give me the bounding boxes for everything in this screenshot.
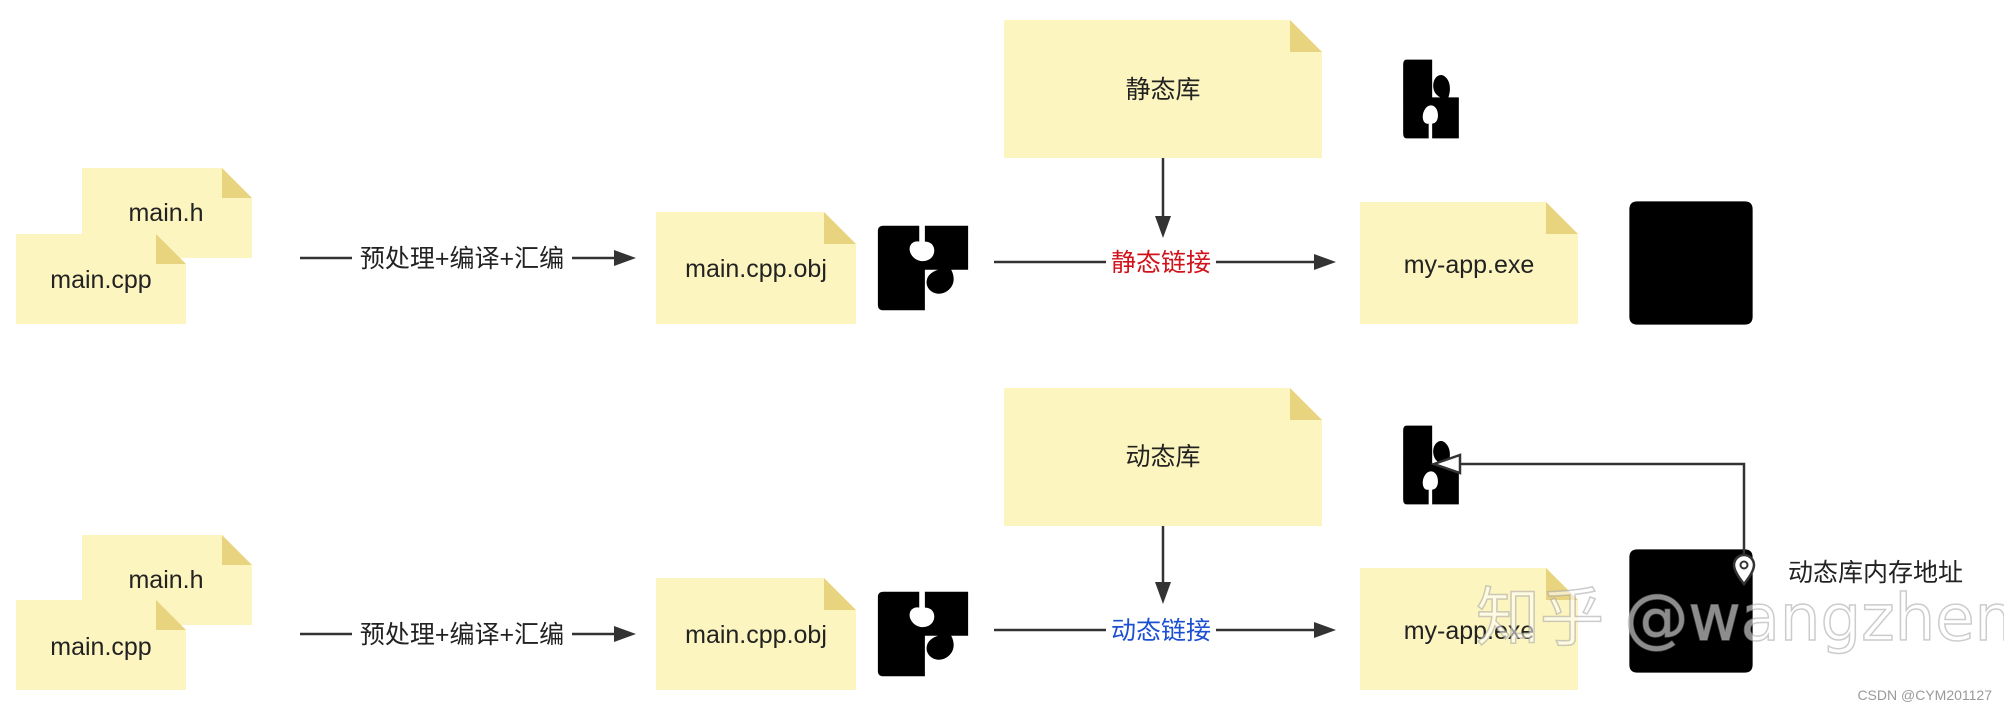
library-to-link-arrow — [1155, 526, 1171, 604]
link-step-label: 动态链接 — [1111, 617, 1211, 645]
output-label: my-app.exe — [1404, 251, 1535, 279]
library-label: 静态库 — [1125, 76, 1200, 104]
library-note: 动态库 — [1004, 388, 1322, 526]
puzzle-piece-icon — [877, 591, 969, 677]
object-note: main.cpp.obj — [656, 212, 856, 324]
library-to-link-arrow — [1155, 158, 1171, 238]
link-step-label: 静态链接 — [1111, 249, 1211, 277]
output-note: my-app.exe — [1360, 568, 1578, 690]
credit: CSDN @CYM201127 — [1857, 687, 1992, 703]
static-row: main.h main.cpp 预处理+编译+汇编 main.cpp.obj — [16, 20, 1753, 325]
link-arrow: 静态链接 — [994, 249, 1336, 277]
object-file-label: main.cpp.obj — [685, 621, 827, 649]
library-note: 静态库 — [1004, 20, 1322, 158]
source-file-label: main.cpp — [50, 266, 151, 294]
puzzle-assembled-icon — [1629, 201, 1753, 325]
compile-step-label: 预处理+编译+汇编 — [360, 621, 564, 649]
object-file-label: main.cpp.obj — [685, 255, 827, 283]
puzzle-piece-icon — [877, 225, 969, 311]
link-arrow: 动态链接 — [994, 617, 1336, 645]
address-note-label: 动态库内存地址 — [1788, 559, 1963, 587]
output-note: my-app.exe — [1360, 202, 1578, 324]
header-file-label: main.h — [128, 566, 203, 594]
location-pin-icon — [1732, 553, 1756, 587]
compile-step-label: 预处理+编译+汇编 — [360, 245, 564, 273]
source-note: main.cpp — [16, 600, 186, 690]
compile-arrow: 预处理+编译+汇编 — [300, 621, 636, 649]
source-file-label: main.cpp — [50, 633, 151, 661]
library-label: 动态库 — [1125, 443, 1200, 471]
compile-arrow: 预处理+编译+汇编 — [300, 245, 636, 273]
dynamic-row: main.h main.cpp 预处理+编译+汇编 main.cpp.obj 动… — [16, 388, 1963, 690]
watermark: 知乎 @wangzhen — [1476, 582, 2004, 656]
address-reference-arrow — [1430, 453, 1746, 556]
header-file-label: main.h — [128, 199, 203, 227]
source-note: main.cpp — [16, 234, 186, 324]
object-note: main.cpp.obj — [656, 578, 856, 690]
puzzle-piece-icon — [1403, 59, 1459, 139]
output-label: my-app.exe — [1404, 617, 1535, 645]
